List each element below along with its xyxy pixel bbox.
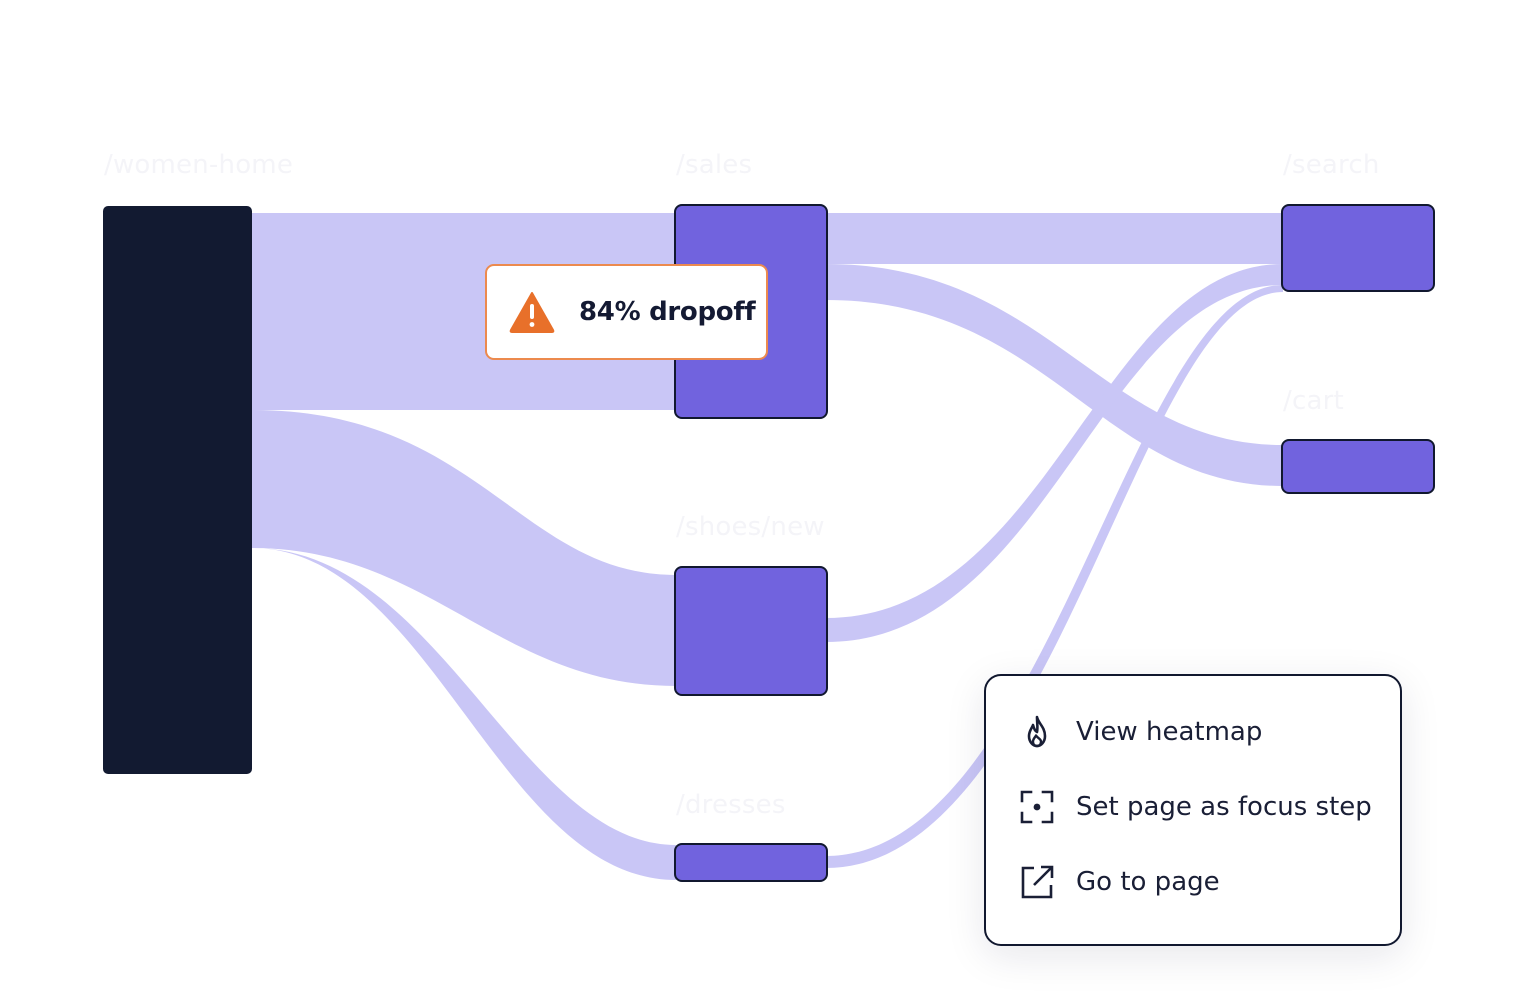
external-link-icon [1021, 865, 1054, 899]
node-dresses[interactable] [674, 843, 828, 882]
dropoff-text: 84% dropoff [579, 297, 756, 327]
menu-item-go-to-page[interactable]: Go to page [986, 852, 1400, 912]
flow-sales-to-cart[interactable] [826, 264, 1283, 486]
node-search[interactable] [1281, 204, 1435, 292]
node-label-cart: /cart [1283, 386, 1344, 416]
node-label-women-home: /women-home [104, 150, 294, 180]
flow-women-home-to-shoes[interactable] [252, 410, 676, 686]
menu-item-label: Set page as focus step [1076, 792, 1372, 822]
node-women-home[interactable] [103, 206, 252, 774]
dropoff-callout: 84% dropoff [485, 264, 768, 360]
node-label-shoes: /shoes/new [676, 512, 825, 542]
menu-item-set-focus-step[interactable]: Set page as focus step [986, 777, 1400, 837]
warning-triangle-icon [509, 292, 555, 333]
flow-sales-to-search[interactable] [826, 213, 1283, 264]
node-label-sales: /sales [676, 150, 753, 180]
context-menu: View heatmap Set page as focus step Go t… [984, 674, 1402, 946]
menu-item-view-heatmap[interactable]: View heatmap [986, 702, 1400, 762]
flow-women-home-to-sales[interactable] [252, 213, 676, 410]
focus-target-icon [1020, 790, 1054, 824]
node-label-search: /search [1283, 150, 1380, 180]
flame-icon [1027, 715, 1047, 748]
flow-women-home-to-dresses[interactable] [252, 548, 676, 880]
node-label-dresses: /dresses [676, 790, 786, 820]
node-cart[interactable] [1281, 439, 1435, 494]
menu-item-label: Go to page [1076, 867, 1220, 897]
node-shoes[interactable] [674, 566, 828, 696]
menu-item-label: View heatmap [1076, 717, 1263, 747]
